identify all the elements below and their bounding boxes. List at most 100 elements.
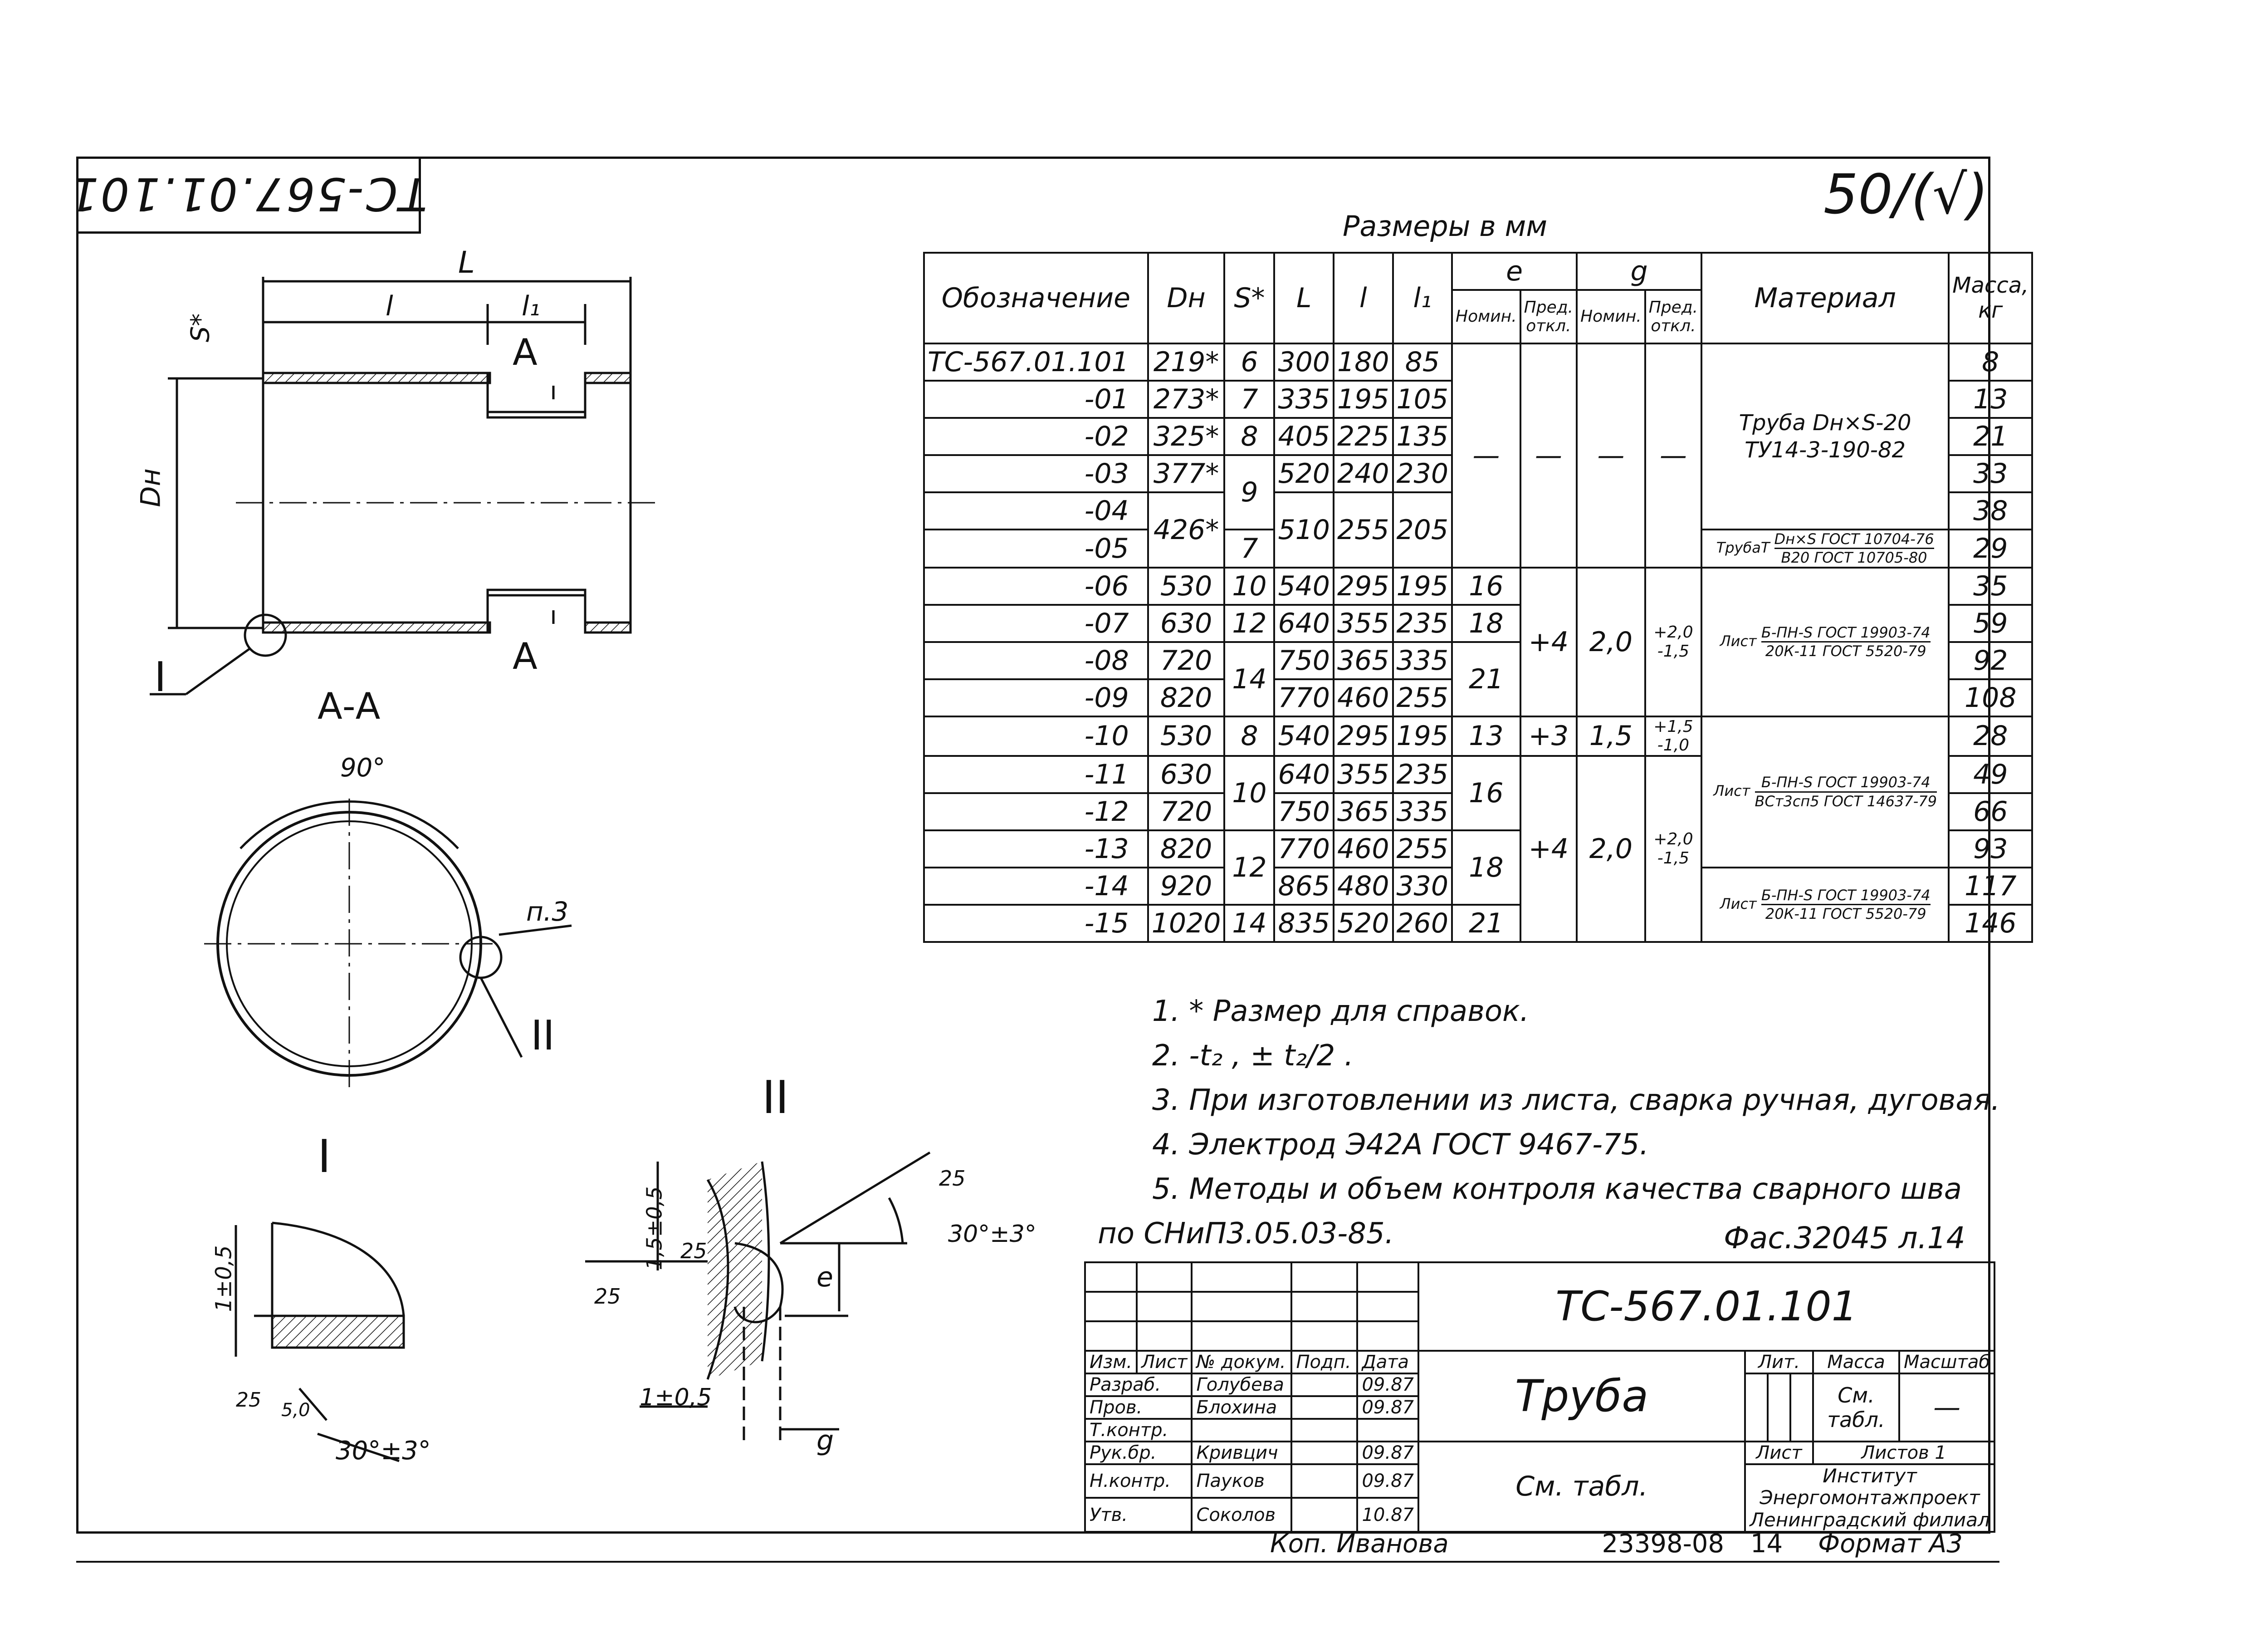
col-doc: № докум. [1191, 1350, 1293, 1374]
row-12-L: 750 [1273, 792, 1334, 831]
row-13-l1: 255 [1392, 829, 1453, 868]
row-3-L: 520 [1273, 454, 1334, 493]
row-12-designation: -12 [923, 792, 1149, 831]
row-8-designation: -08 [923, 641, 1149, 680]
material-5-top: Б-ПН-S ГОСТ 19903-74 [1761, 887, 1931, 906]
row-2-dn: 325* [1147, 417, 1226, 456]
det2-rough-label: 25 [680, 1239, 707, 1263]
e-nom-13: 13 [1451, 715, 1521, 757]
row-6-l1: 195 [1392, 566, 1453, 606]
det2-angle-label: 30°±3° [948, 1221, 1036, 1248]
e-nom-21: 21 [1451, 641, 1521, 717]
note-ref-label: п.3 [526, 896, 569, 927]
material-5-bottom: 20К-11 ГОСТ 5520-79 [1765, 905, 1926, 923]
dim-L-label: L [458, 245, 475, 280]
row-7-L: 640 [1273, 603, 1334, 643]
row-11-mass: 49 [1948, 755, 2033, 794]
row-13-s: 12 [1223, 829, 1276, 906]
row-1-designation: -01 [923, 380, 1149, 419]
detail-ii-title: II [762, 1071, 789, 1124]
det1-rough-label: 25 [236, 1388, 261, 1412]
row-0-dn: 219* [1147, 343, 1226, 382]
e-nom-16b: 16 [1451, 755, 1521, 831]
row-8-dn: 720 [1147, 641, 1226, 680]
row-9-designation: -09 [923, 678, 1149, 717]
det2-rough-label-3: 25 [939, 1166, 966, 1191]
row-12-mass: 66 [1948, 792, 2033, 831]
role-1: Пров. [1084, 1395, 1193, 1420]
note-3: 3. При изготовлении из листа, сварка руч… [1152, 1084, 2000, 1117]
name-1: Блохина [1191, 1395, 1293, 1420]
material-4-prefix: Лист [1713, 782, 1750, 800]
row-5-mass: 29 [1948, 529, 2033, 569]
g-tol-2: +1,5 -1,0 [1644, 715, 1703, 757]
row-9-dn: 820 [1147, 678, 1226, 717]
org-line-1: Институт [1823, 1465, 1917, 1487]
note-1: 1. * Размер для справок. [1152, 995, 1529, 1028]
col-sign: Подп. [1290, 1350, 1359, 1374]
organization: Институт Энергомонтажпроект Ленинградски… [1744, 1463, 1996, 1533]
frame-bottom-line [76, 1561, 1999, 1563]
g-nom-3: 2,0 [1576, 755, 1646, 943]
detail-i-marker: I [154, 653, 166, 701]
e-tol-dash: — [1519, 343, 1578, 569]
row-6-l: 295 [1332, 566, 1394, 606]
row-10-dn: 530 [1147, 715, 1226, 757]
row-7-l1: 235 [1392, 603, 1453, 643]
header-dn: Dн [1147, 252, 1226, 344]
row-11-l1: 235 [1392, 755, 1453, 794]
header-e-pred: Пред. откл. [1519, 289, 1578, 344]
row-14-mass: 117 [1948, 866, 2033, 906]
row-1-dn: 273* [1147, 380, 1226, 419]
date-2 [1356, 1418, 1419, 1442]
date-5: 10.87 [1356, 1497, 1419, 1533]
row-2-l: 225 [1332, 417, 1394, 456]
row-1-L: 335 [1273, 380, 1334, 419]
row-9-mass: 108 [1948, 678, 2033, 717]
row-1-s: 7 [1223, 380, 1276, 419]
row-1-l: 195 [1332, 380, 1394, 419]
row-15-dn: 1020 [1147, 903, 1226, 943]
row-0-s: 6 [1223, 343, 1276, 382]
row-14-l: 480 [1332, 866, 1394, 906]
row-4-l: 255 [1332, 491, 1394, 569]
row-5-s: 7 [1223, 529, 1276, 569]
g-nom-dash: — [1576, 343, 1646, 569]
row-10-l1: 195 [1392, 715, 1453, 757]
row-13-dn: 820 [1147, 829, 1226, 868]
detail-ii-marker: II [531, 1012, 555, 1059]
row-2-L: 405 [1273, 417, 1334, 456]
row-12-dn: 720 [1147, 792, 1226, 831]
header-L: L [1273, 252, 1334, 344]
row-8-l: 365 [1332, 641, 1394, 680]
title-name: Труба [1417, 1350, 1746, 1442]
row-13-l: 460 [1332, 829, 1394, 868]
row-14-dn: 920 [1147, 866, 1226, 906]
header-g-pred: Пред. откл. [1644, 289, 1703, 344]
name-3: Кривцич [1191, 1441, 1293, 1465]
note-5-cont: по СНиП3.05.03-85. [1098, 1217, 1394, 1250]
row-4-l1: 205 [1392, 491, 1453, 569]
section-aa-title: А-А [318, 685, 381, 727]
footer-format: Формат А3 [1818, 1529, 1963, 1559]
material-3-bottom: 20К-11 ГОСТ 5520-79 [1765, 642, 1926, 660]
g-tol-3: +2,0 -1,5 [1644, 755, 1703, 943]
row-3-dn: 377* [1147, 454, 1226, 493]
footer-copied: Коп. Иванова [1270, 1529, 1449, 1559]
section-mark-top: А [513, 331, 538, 373]
row-15-mass: 146 [1948, 903, 2033, 943]
sheet-label: Лист [1744, 1441, 1814, 1465]
row-13-L: 770 [1273, 829, 1334, 868]
row-6-L: 540 [1273, 566, 1334, 606]
row-12-l: 365 [1332, 792, 1394, 831]
g-nom-1: 2,0 [1576, 566, 1646, 717]
row-0-l: 180 [1332, 343, 1394, 382]
row-12-l1: 335 [1392, 792, 1453, 831]
row-8-mass: 92 [1948, 641, 2033, 680]
row-4-designation: -04 [923, 491, 1149, 530]
row-4-dn: 426* [1147, 491, 1226, 569]
material-1-line1: Труба Dн×S-20 [1739, 410, 1911, 436]
material-5-prefix: Лист [1720, 895, 1757, 912]
